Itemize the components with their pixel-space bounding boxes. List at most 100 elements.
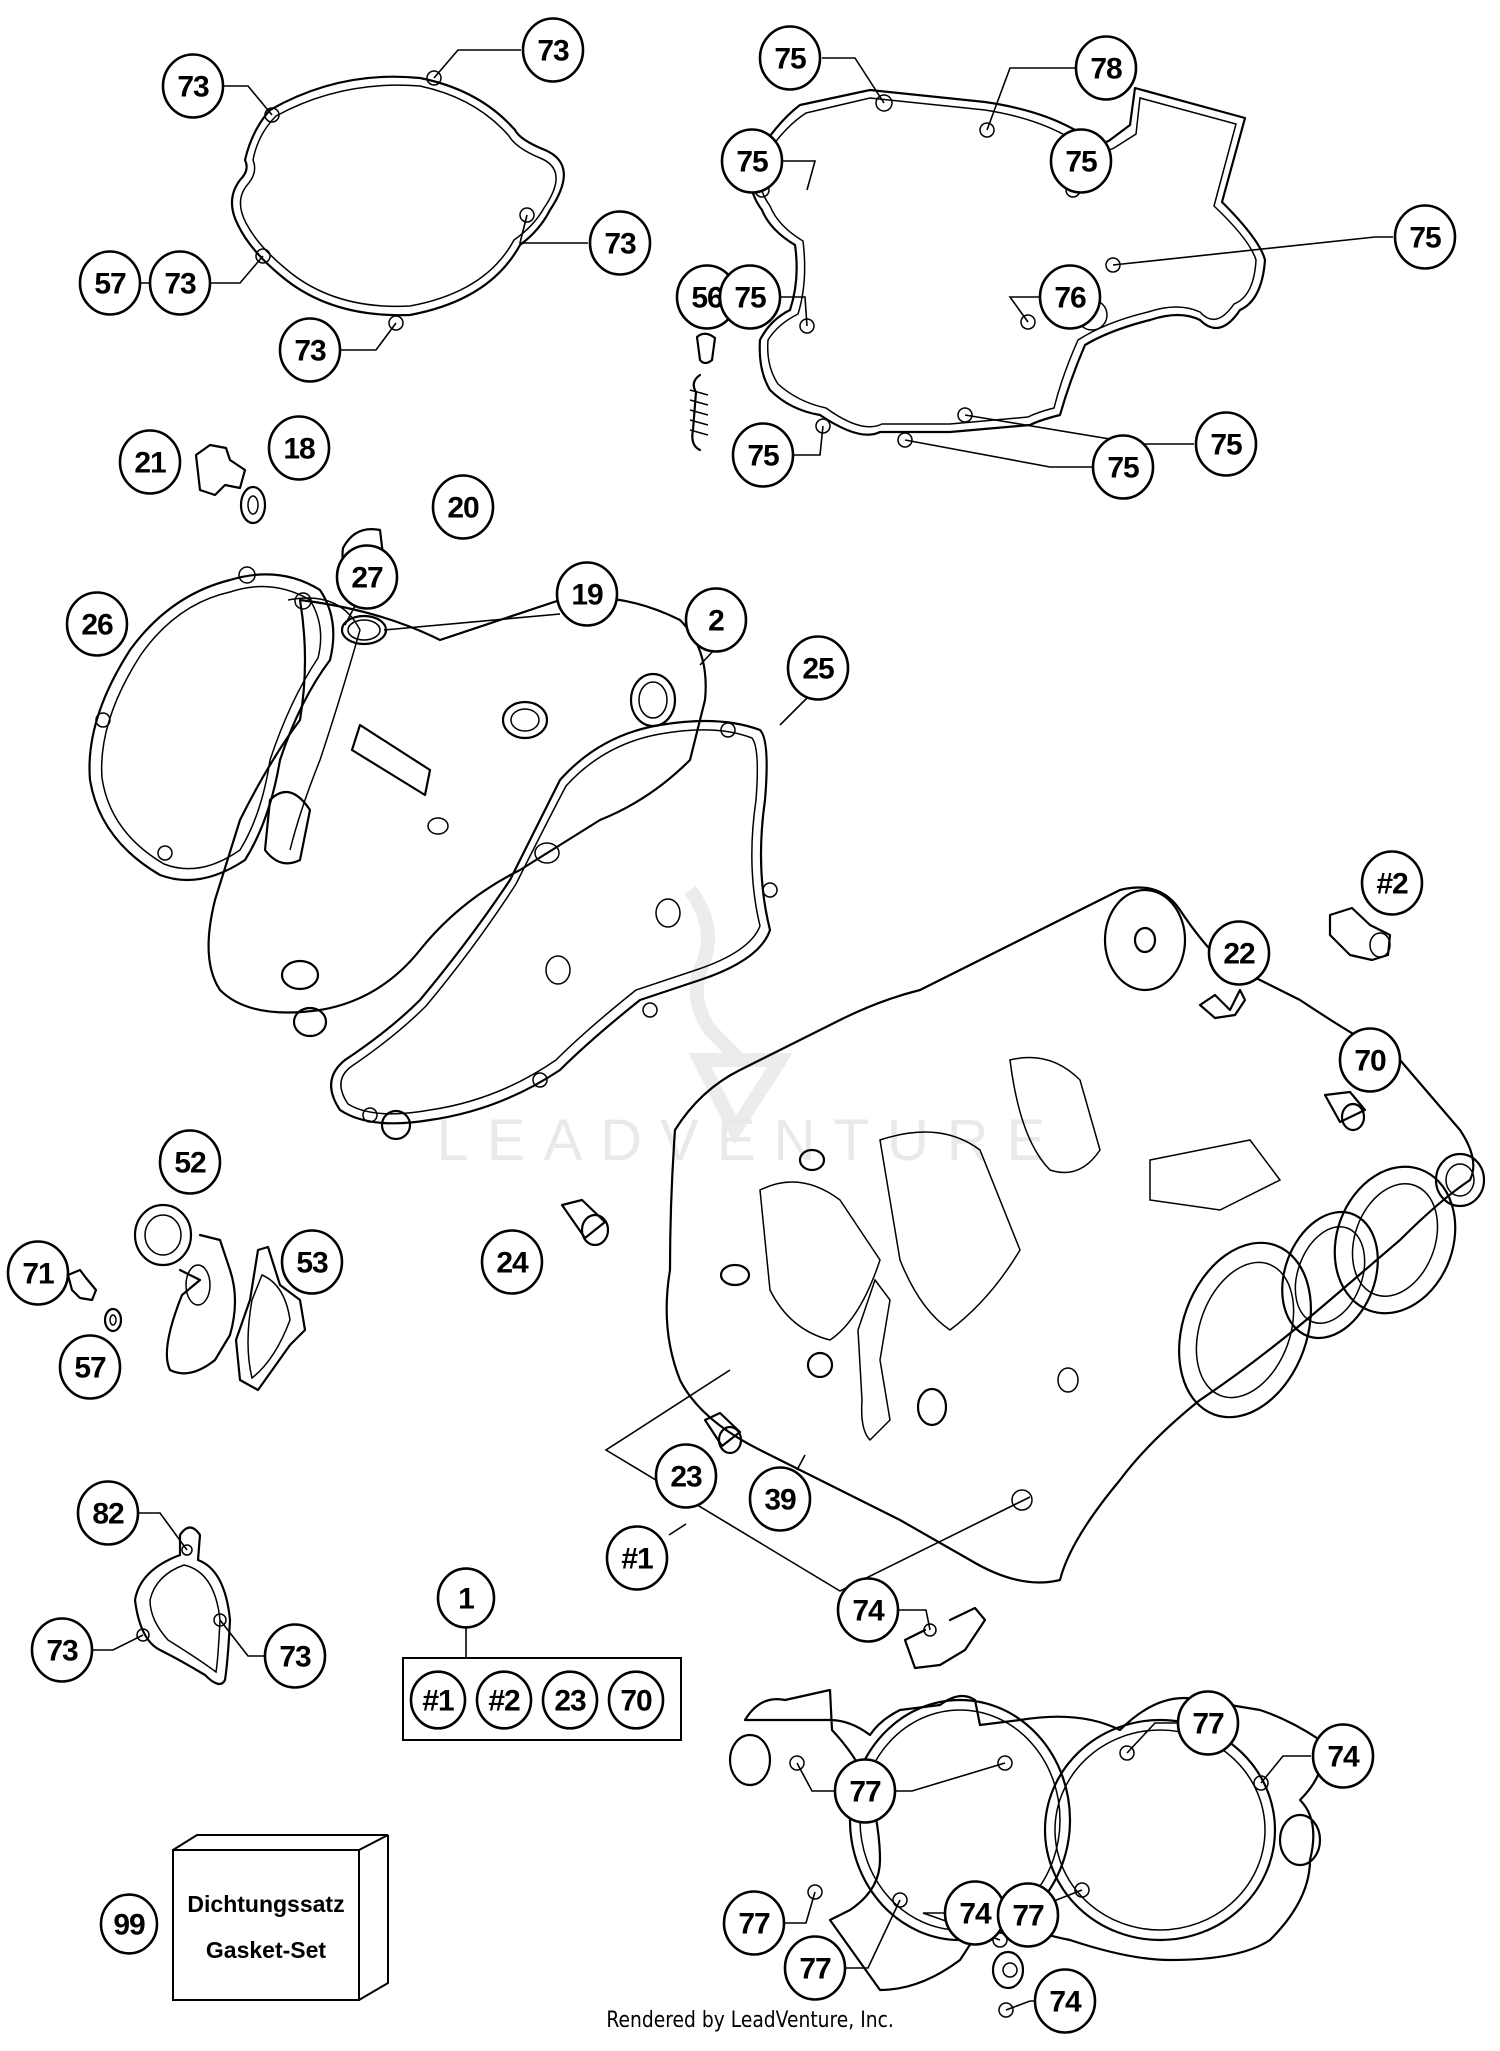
callout-circle <box>786 635 850 701</box>
callout-circle <box>720 128 784 194</box>
callout-c-18[interactable]: 18 <box>267 415 331 481</box>
callout-c-52[interactable]: 52 <box>158 1129 222 1195</box>
bolt-71 <box>66 1268 98 1302</box>
watermark-text: LEADVENTURE <box>437 1108 1064 1173</box>
kit-item-3[interactable]: 70 <box>607 1670 665 1730</box>
callout-c-19[interactable]: 19 <box>555 561 619 627</box>
water-pump-cover-52 <box>133 1203 237 1375</box>
callout-label: 56 <box>691 282 723 315</box>
callout-label: 24 <box>496 1247 529 1280</box>
drain-plug <box>194 443 267 525</box>
callout-label: 70 <box>1354 1045 1386 1078</box>
callout-label: 77 <box>799 1953 831 1986</box>
callout-c-23[interactable]: 23 <box>654 1443 718 1509</box>
callout-label: 23 <box>670 1461 702 1494</box>
callout-c-75-a[interactable]: 75 <box>758 25 822 91</box>
callout-label: 73 <box>46 1635 78 1668</box>
callout-c-75-g[interactable]: 75 <box>1194 411 1258 477</box>
callout-c-77-d[interactable]: 77 <box>996 1882 1060 1948</box>
clutch-cover-gasket-27 <box>287 597 361 851</box>
callout-label: 75 <box>1409 222 1441 255</box>
callout-label: 73 <box>294 335 326 368</box>
callout-c-22[interactable]: 22 <box>1207 920 1271 986</box>
callout-c-56[interactable]: 56 <box>675 264 739 330</box>
callout-circle <box>99 1893 159 1955</box>
callout-c-53[interactable]: 53 <box>280 1229 344 1295</box>
callout-c-75-c[interactable]: 75 <box>1049 128 1113 194</box>
callout-label: 39 <box>764 1484 796 1517</box>
callout-circle <box>1033 1968 1097 2034</box>
callout-circle <box>65 591 129 657</box>
callout-c-25[interactable]: 25 <box>786 635 850 701</box>
callout-c-73-g[interactable]: 73 <box>263 1623 327 1689</box>
callout-kit-1[interactable]: 1 <box>436 1567 496 1629</box>
callout-c-75-d[interactable]: 75 <box>1393 204 1457 270</box>
callout-label: 74 <box>959 1898 992 1931</box>
callout-c-77-c[interactable]: 77 <box>722 1890 786 1956</box>
callout-c-73-c[interactable]: 73 <box>588 210 652 276</box>
callout-c-74-d[interactable]: 74 <box>1033 1968 1097 2034</box>
callout-c-76[interactable]: 76 <box>1038 264 1102 330</box>
callout-c-74-a[interactable]: 74 <box>836 1577 900 1643</box>
callout-c-75-e[interactable]: 75 <box>718 264 782 330</box>
callout-c-73-a[interactable]: 73 <box>161 53 225 119</box>
callout-c-75-b[interactable]: 75 <box>720 128 784 194</box>
callout-label: #1 <box>422 1685 454 1718</box>
callout-c-2[interactable]: 2 <box>684 587 748 653</box>
clutch-cover <box>207 596 707 1038</box>
callout-c-75-h[interactable]: 75 <box>1091 434 1155 500</box>
kit-item-1[interactable]: #2 <box>475 1670 533 1730</box>
callout-circle <box>718 264 782 330</box>
gasket-74-small <box>903 1606 987 1670</box>
callout-circle <box>30 1617 94 1683</box>
callout-c-74-b[interactable]: 74 <box>1311 1723 1375 1789</box>
callout-label: 52 <box>174 1147 206 1180</box>
callout-c-57-a[interactable]: 57 <box>78 250 142 316</box>
callout-c-57-b[interactable]: 57 <box>58 1334 122 1400</box>
callout-c-27[interactable]: 27 <box>335 544 399 610</box>
callout-c-24[interactable]: 24 <box>480 1229 544 1295</box>
callout-c-71[interactable]: 71 <box>6 1240 70 1306</box>
callout-c-73-b[interactable]: 73 <box>521 17 585 83</box>
washer-57 <box>103 1307 123 1333</box>
footer-text: Rendered by LeadVenture, Inc. <box>606 2008 894 2033</box>
kit-item-2[interactable]: 23 <box>541 1670 599 1730</box>
callout-c-74-c[interactable]: 74 <box>943 1880 1007 1946</box>
callout-circle <box>684 587 748 653</box>
callout-c-39[interactable]: 39 <box>748 1466 812 1532</box>
callout-label: 73 <box>537 35 569 68</box>
callout-c-26[interactable]: 26 <box>65 591 129 657</box>
callout-c-77-e[interactable]: 77 <box>783 1935 847 2001</box>
callout-label: 74 <box>852 1595 885 1628</box>
callout-c-73-d[interactable]: 73 <box>148 250 212 316</box>
callout-label: 26 <box>81 609 113 642</box>
callout-c-70[interactable]: 70 <box>1338 1027 1402 1093</box>
callout-label: 82 <box>92 1498 124 1531</box>
callout-circle <box>431 474 495 540</box>
dowel-sleeve-70 <box>1323 1090 1367 1132</box>
callout-circle <box>76 1480 140 1546</box>
callout-c-h2[interactable]: #2 <box>1360 850 1424 916</box>
callout-c-77-a[interactable]: 77 <box>1176 1690 1240 1756</box>
callout-circle <box>475 1670 533 1730</box>
callout-c-77-b[interactable]: 77 <box>833 1758 897 1824</box>
special-callouts: 99 <box>99 1893 159 1955</box>
callout-c-20[interactable]: 20 <box>431 474 495 540</box>
case-half-bracket <box>604 1369 1031 1592</box>
callout-label: 75 <box>734 282 766 315</box>
callout-c-h1[interactable]: #1 <box>605 1525 669 1591</box>
callout-c-73-f[interactable]: 73 <box>30 1617 94 1683</box>
callout-label: 25 <box>802 653 834 686</box>
callout-c-82[interactable]: 82 <box>76 1480 140 1546</box>
callout-c-21[interactable]: 21 <box>118 429 182 495</box>
callout-label: 57 <box>74 1352 106 1385</box>
callout-c-78[interactable]: 78 <box>1074 35 1138 101</box>
callout-label: 2 <box>708 605 724 638</box>
callout-c-75-f[interactable]: 75 <box>731 422 795 488</box>
callout-gasket-set-99[interactable]: 99 <box>99 1893 159 1955</box>
callout-c-73-e[interactable]: 73 <box>278 317 342 383</box>
kit-item-0[interactable]: #1 <box>409 1670 467 1730</box>
callout-circle <box>1194 411 1258 477</box>
callout-circle <box>118 429 182 495</box>
